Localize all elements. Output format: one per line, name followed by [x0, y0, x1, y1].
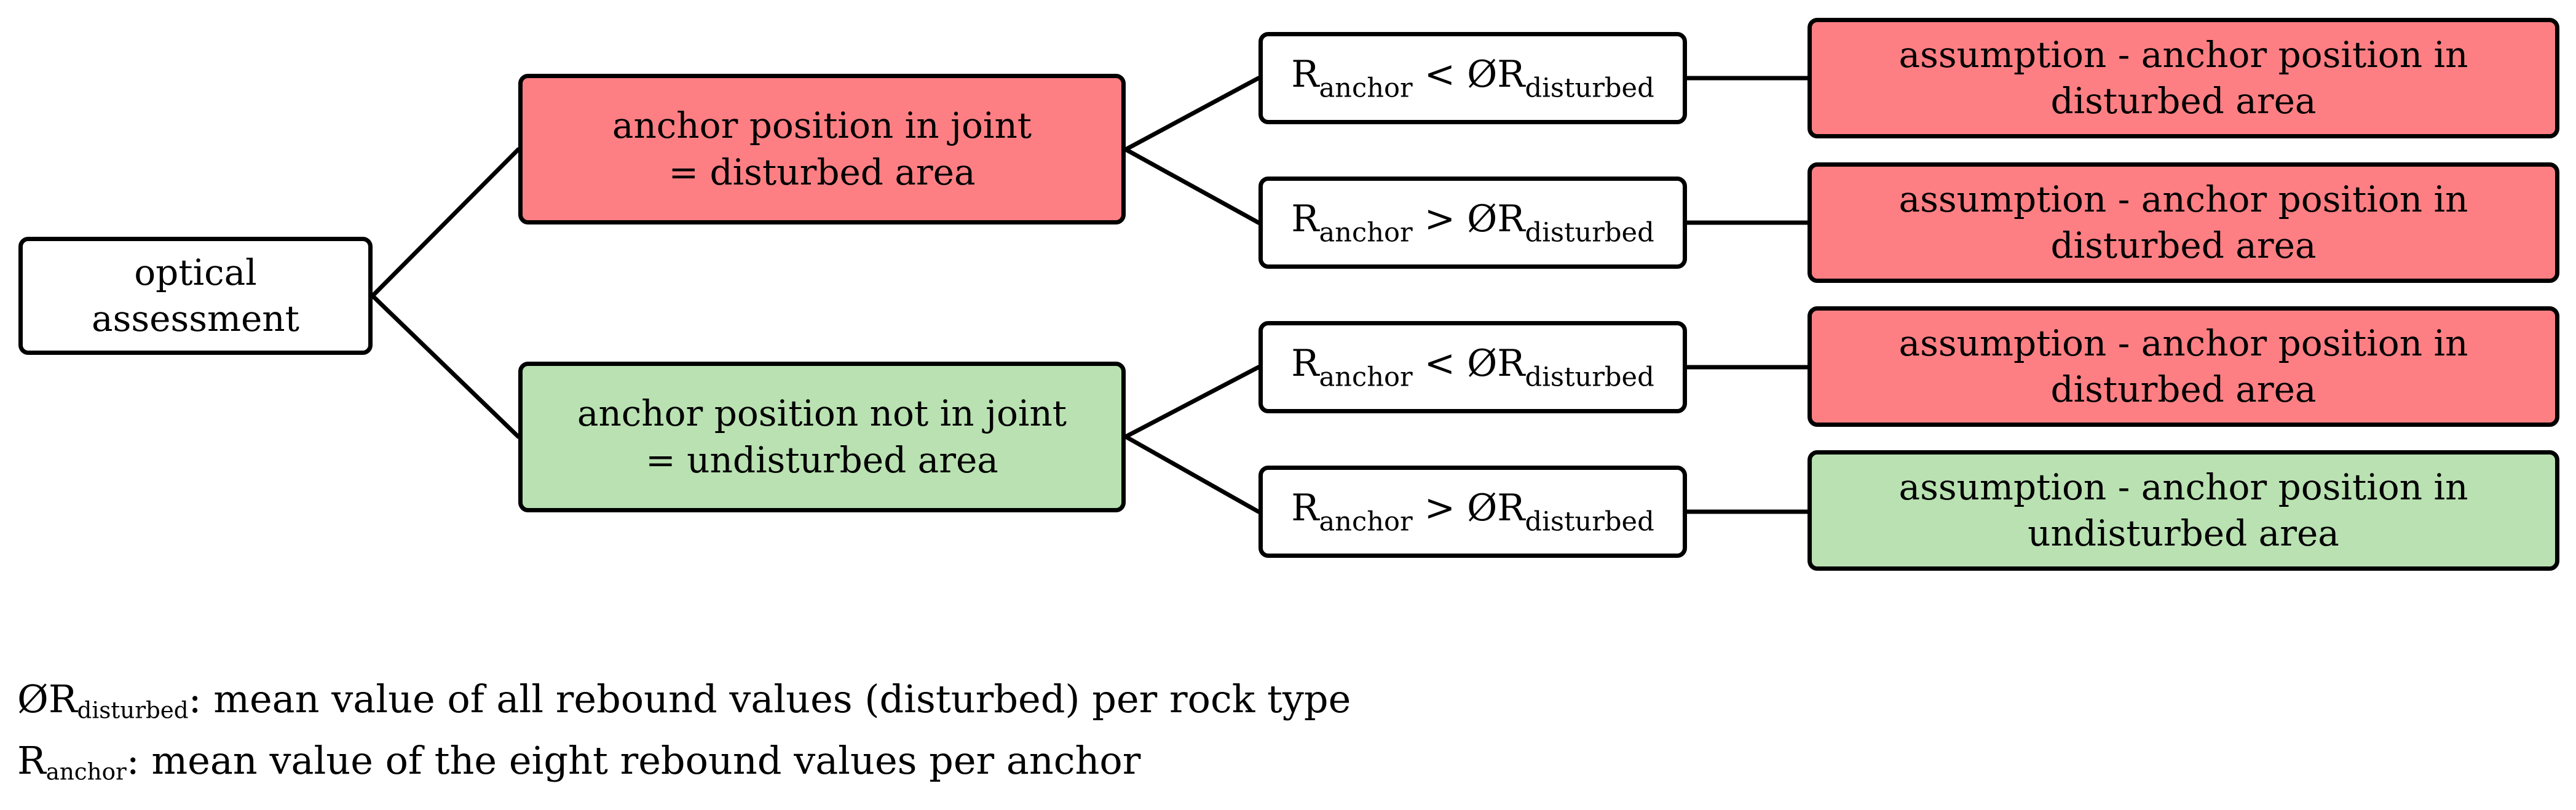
connector-branch-2-to-condition-3 — [1123, 365, 1261, 439]
legend-symbol: R — [17, 738, 46, 783]
node-text-line: = disturbed area — [668, 151, 976, 193]
r-symbol: R — [1291, 342, 1319, 386]
mean-symbol: ØR — [1467, 197, 1525, 241]
node-text-line: disturbed area — [2050, 224, 2317, 266]
branch-disturbed-node: anchor position in joint= disturbed area — [518, 74, 1126, 224]
mean-subscript: disturbed — [1525, 362, 1654, 393]
mean-subscript: disturbed — [1525, 73, 1654, 104]
legend-subscript: anchor — [45, 758, 127, 785]
connector-root-to-branch-2 — [370, 293, 521, 439]
connector-branch-1-to-condition-2 — [1123, 147, 1261, 225]
comparison-operator: > — [1412, 486, 1468, 530]
connector-branch-1-to-condition-1 — [1123, 76, 1261, 152]
node-text-line: anchor position in joint — [612, 105, 1032, 147]
r-subscript: anchor — [1319, 217, 1413, 248]
legend-subscript: disturbed — [77, 696, 189, 724]
r-subscript: anchor — [1319, 73, 1413, 104]
node-text-line: undisturbed area — [2028, 512, 2339, 554]
branch-undisturbed-node: anchor position not in joint= undisturbe… — [518, 362, 1126, 512]
legend-r-anchor: Ranchor: mean value of the eight rebound… — [17, 738, 1140, 785]
comparison-operator: > — [1412, 197, 1468, 241]
node-text-line: disturbed area — [2050, 368, 2317, 410]
r-symbol: R — [1291, 53, 1319, 97]
condition-node-3: Ranchor < ØRdisturbed — [1258, 321, 1687, 413]
condition-node-1: Ranchor < ØRdisturbed — [1258, 32, 1687, 124]
optical-assessment-node: optical assessment — [18, 237, 373, 355]
legend-text: : mean value of the eight rebound values… — [126, 738, 1141, 783]
node-text-line: assumption - anchor position in — [1898, 178, 2468, 220]
node-text-line: assumption - anchor position in — [1898, 322, 2468, 364]
mean-symbol: ØR — [1467, 486, 1525, 530]
r-subscript: anchor — [1319, 362, 1413, 393]
node-text-line: assumption - anchor position in — [1898, 33, 2468, 76]
mean-symbol: ØR — [1467, 53, 1525, 97]
node-text-line: optical — [134, 251, 257, 293]
comparison-operator: < — [1412, 53, 1468, 97]
r-symbol: R — [1291, 486, 1319, 530]
connector-branch-2-to-condition-4 — [1123, 434, 1261, 514]
mean-subscript: disturbed — [1525, 217, 1654, 248]
condition-node-4: Ranchor > ØRdisturbed — [1258, 466, 1687, 558]
legend-text: : mean value of all rebound values (dist… — [188, 677, 1351, 721]
comparison-operator: < — [1412, 342, 1468, 386]
node-text-line: assessment — [92, 298, 299, 339]
legend-mean-disturbed: ØRdisturbed: mean value of all rebound v… — [17, 677, 1351, 723]
node-text-line: disturbed area — [2050, 80, 2317, 122]
node-text-line: = undisturbed area — [646, 439, 998, 481]
legend-symbol: ØR — [17, 677, 77, 721]
connector-root-to-branch-1 — [370, 147, 521, 298]
condition-node-2: Ranchor > ØRdisturbed — [1258, 177, 1687, 269]
r-subscript: anchor — [1319, 506, 1413, 538]
node-text-line: assumption - anchor position in — [1898, 466, 2468, 508]
r-symbol: R — [1291, 197, 1319, 241]
mean-symbol: ØR — [1467, 342, 1525, 386]
node-text-line: anchor position not in joint — [577, 392, 1067, 435]
mean-subscript: disturbed — [1525, 506, 1654, 538]
